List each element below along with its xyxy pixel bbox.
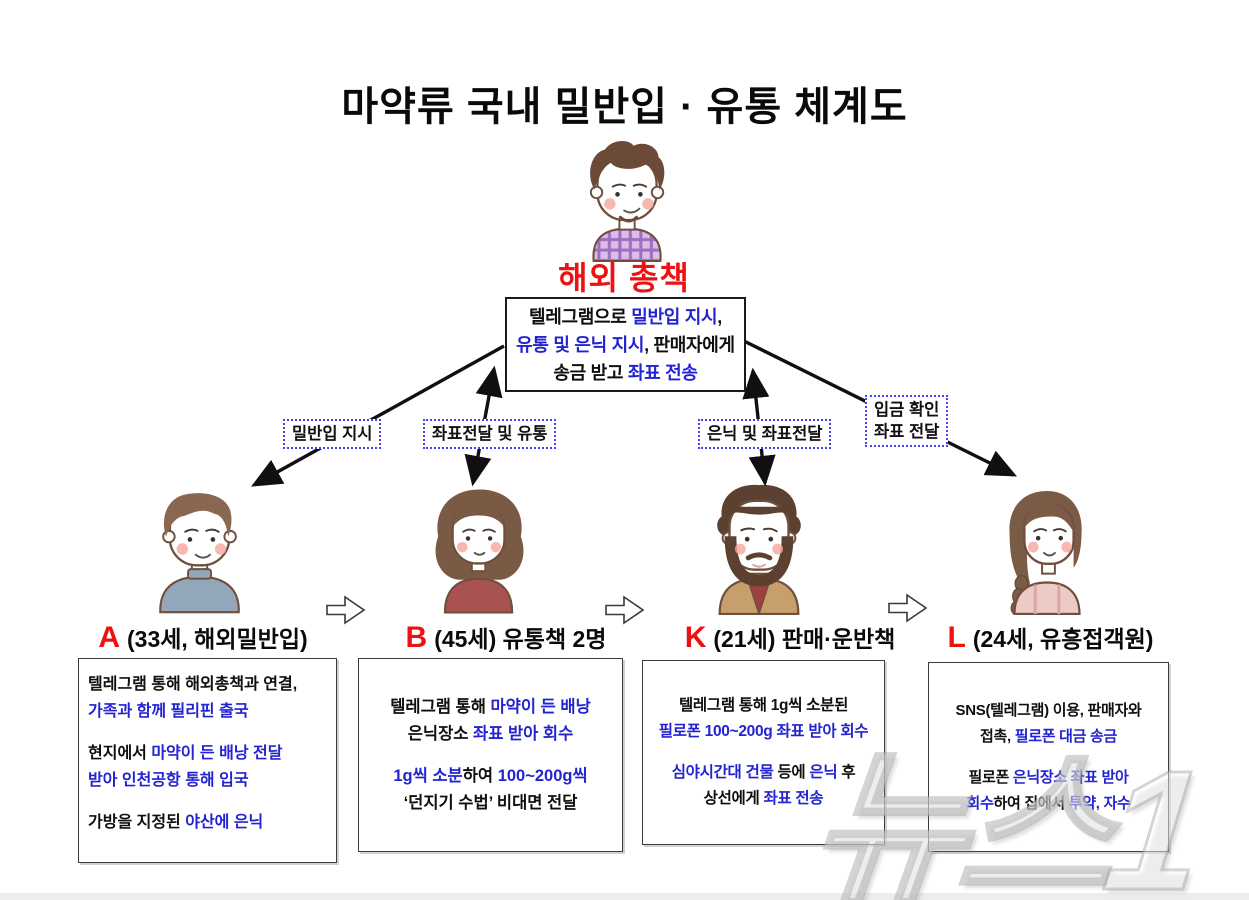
person-k-letter: K [684,621,707,654]
person-k-title: (21세) 판매·운반책 [713,626,896,652]
flow-arrow-k-to-l-icon [888,593,928,623]
edge-label-conceal-coords: 은닉 및 좌표전달 [698,419,832,449]
edge-label-deposit-line1: 입금 확인 [874,401,940,419]
person-a-name: A (33세, 해외밀반입) [78,620,328,655]
person-b-title: (45세) 유통책 2명 [434,626,607,652]
person-l-letter: L [947,621,966,654]
person-k-avatar-icon [700,483,818,620]
edge-label-deposit-coords: 입금 확인 좌표 전달 [865,395,949,447]
person-a-letter: A [98,621,120,654]
edge-label-smuggle-order: 밀반입 지시 [283,419,382,449]
person-b-letter: B [405,621,428,654]
flow-arrow-a-to-b-icon [326,595,366,625]
bottom-strip [0,893,1249,900]
person-a-avatar-icon [145,485,255,620]
person-b-name: B(45세) 유통책 2명 [375,620,637,655]
boss-name: 해외 총책 [558,260,690,296]
page-title: 마약류 국내 밀반입 · 유통 체계도 [341,85,908,129]
person-l-name: L(24세, 유흥접객원) [928,620,1173,655]
edge-label-deposit-line2: 좌표 전달 [874,423,940,441]
edge-label-coords-distribution: 좌표전달 및 유통 [423,419,557,449]
person-l-title: (24세, 유흥접객원) [972,626,1154,652]
arrow-boss-to-a [251,344,505,487]
person-a-title: (33세, 해외밀반입) [127,626,308,652]
person-l-avatar-icon [990,487,1105,620]
person-b-avatar-icon [420,485,540,620]
flow-arrow-icons [326,593,928,625]
person-k-name: K(21세) 판매·운반책 [650,620,930,655]
boss-avatar-icon [570,140,685,267]
